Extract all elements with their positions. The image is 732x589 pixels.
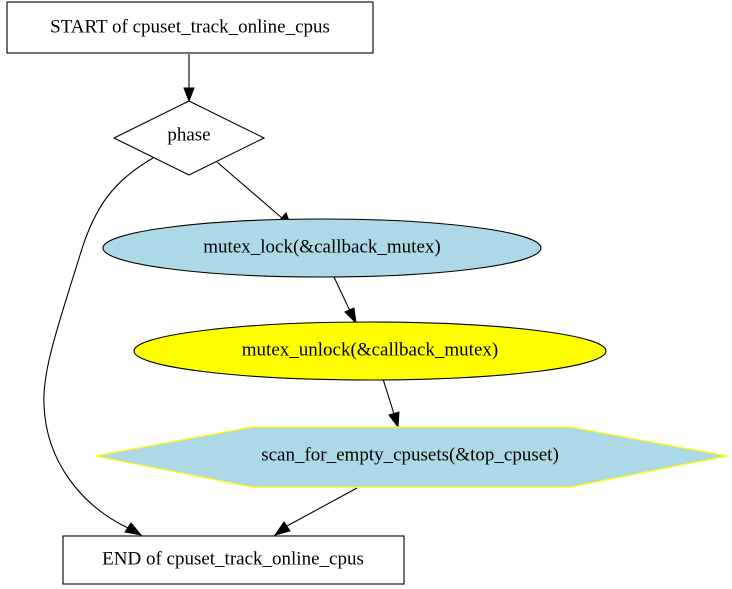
- arrowhead-mutex-lock-to-unlock: [344, 307, 357, 325]
- arrowhead-scan-to-end: [273, 521, 291, 536]
- mutex-unlock-ellipse: [133, 321, 607, 381]
- edge-phase-to-mutex-lock: [216, 161, 283, 219]
- arrowhead-phase-to-end: [124, 522, 143, 536]
- mutex-lock-ellipse: [102, 218, 542, 278]
- node-end[interactable]: END of cpuset_track_online_cpus: [62, 535, 405, 585]
- mutex-lock-label: mutex_lock(&callback_mutex): [203, 236, 440, 257]
- arrowhead-start-to-phase: [183, 87, 195, 103]
- node-mutex-lock[interactable]: mutex_lock(&callback_mutex): [102, 218, 542, 278]
- phase-label: phase: [167, 124, 210, 145]
- edge-mutex-unlock-to-scan: [382, 378, 395, 415]
- scan-hexagon: [94, 426, 728, 488]
- node-mutex-unlock[interactable]: mutex_unlock(&callback_mutex): [133, 321, 607, 381]
- phase-diamond: [112, 100, 266, 176]
- node-scan[interactable]: scan_for_empty_cpusets(&top_cpuset): [94, 426, 728, 488]
- edge-scan-to-end: [286, 487, 358, 527]
- node-start[interactable]: START of cpuset_track_online_cpus: [6, 1, 374, 54]
- start-label: START of cpuset_track_online_cpus: [50, 16, 330, 37]
- edge-mutex-lock-to-unlock: [333, 276, 351, 312]
- end-label: END of cpuset_track_online_cpus: [102, 548, 364, 569]
- mutex-unlock-label: mutex_unlock(&callback_mutex): [242, 339, 498, 360]
- scan-label: scan_for_empty_cpusets(&top_cpuset): [261, 444, 559, 465]
- end-box: [62, 535, 405, 585]
- node-phase[interactable]: phase: [112, 100, 266, 176]
- edge-phase-to-end: [43, 157, 154, 529]
- arrowhead-mutex-unlock-to-scan: [388, 411, 400, 429]
- start-box: [6, 1, 374, 54]
